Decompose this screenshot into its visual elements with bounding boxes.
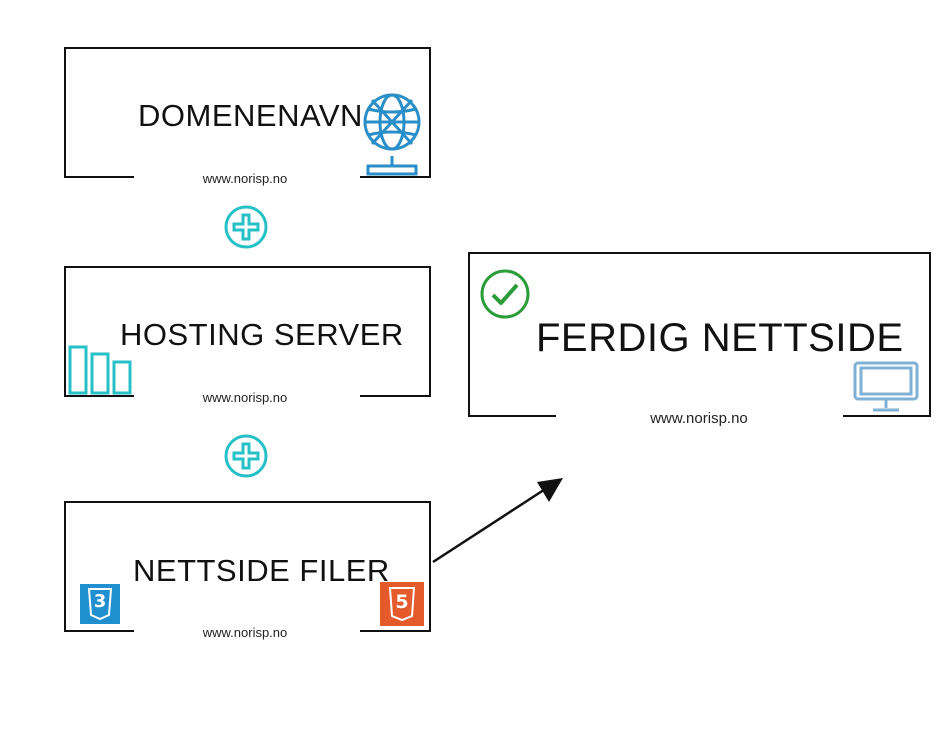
plus-icon [224, 434, 268, 478]
server-bars-icon [66, 344, 134, 396]
hosting-box-bottom-left [64, 395, 134, 397]
hosting-box-bottom-right [360, 395, 431, 397]
result-box-title: FERDIG NETTSIDE [536, 316, 904, 360]
hosting-box-url: www.norisp.no [202, 390, 288, 405]
result-box-url: www.norisp.no [650, 410, 748, 427]
hosting-box-frame [64, 266, 431, 397]
domain-box-bottom-left [64, 176, 134, 178]
files-box-frame [64, 501, 431, 632]
arrow [425, 470, 575, 570]
domain-box-title: DOMENENAVN [138, 98, 363, 133]
monitor-icon [851, 359, 921, 415]
css3-icon: 3 [80, 584, 120, 624]
domain-box-frame [64, 47, 431, 178]
domain-box-url: www.norisp.no [202, 171, 288, 186]
result-box-frame [468, 252, 931, 417]
files-box-url: www.norisp.no [202, 625, 288, 640]
html5-icon: 5 [380, 582, 424, 626]
plus-icon [224, 205, 268, 249]
files-box-bottom-left [64, 630, 134, 632]
result-box-bottom-left [468, 415, 556, 417]
result-box-bottom-right [843, 415, 931, 417]
files-box-title: NETTSIDE FILER [133, 553, 390, 588]
html5-icon-label: 5 [395, 591, 409, 613]
hosting-box-title: HOSTING SERVER [120, 317, 404, 352]
globe-icon [358, 90, 426, 178]
check-icon [479, 268, 531, 320]
css3-icon-label: 3 [93, 591, 107, 612]
domain-box-bottom-right [360, 176, 431, 178]
files-box-bottom-right [360, 630, 431, 632]
